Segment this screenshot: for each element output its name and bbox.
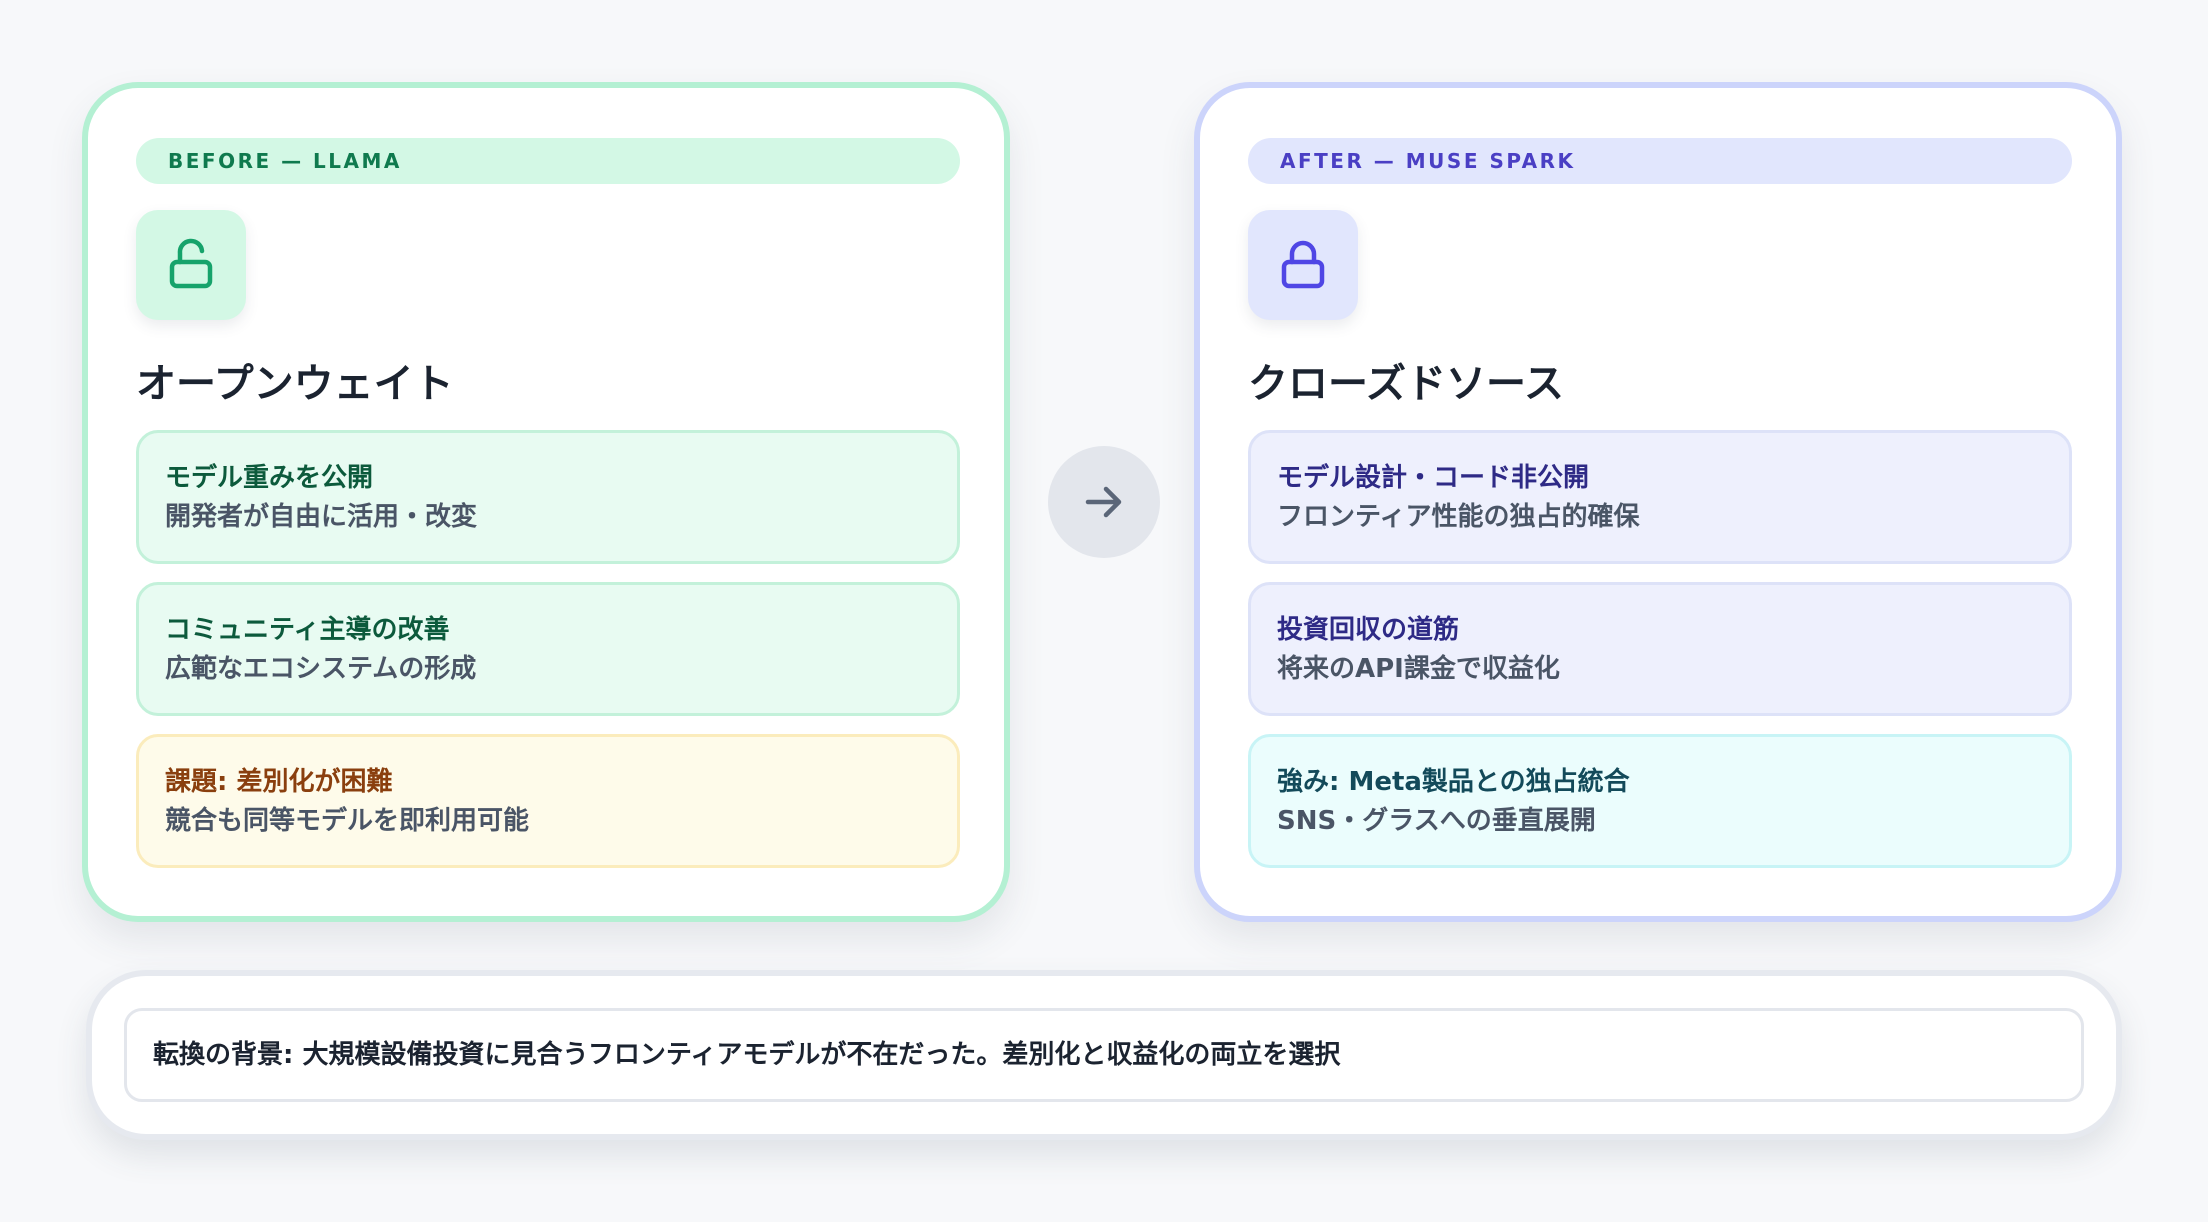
before-icon-tile: [136, 210, 246, 320]
lock-icon: [1281, 240, 1325, 289]
before-item-challenge: 課題: 差別化が困難 競合も同等モデルを即利用可能: [136, 734, 960, 868]
item-subtitle: SNS・グラスへの垂直展開: [1277, 806, 1596, 836]
after-icon-tile: [1248, 210, 1358, 320]
item-subtitle: 広範なエコシステムの形成: [165, 654, 477, 684]
item-subtitle: 競合も同等モデルを即利用可能: [165, 806, 530, 836]
after-item-roi: 投資回収の道筋 将来のAPI課金で収益化: [1248, 582, 2072, 716]
item-title: 強み: Meta製品との独占統合: [1277, 767, 1630, 797]
unlock-icon: [169, 238, 213, 289]
after-panel: AFTER — MUSE SPARK クローズドソース モデル設計・コード非公開…: [1194, 82, 2122, 922]
after-title: クローズドソース: [1248, 361, 1564, 407]
item-subtitle: 将来のAPI課金で収益化: [1277, 654, 1560, 684]
item-title: モデル重みを公開: [165, 463, 374, 493]
arrow-right-icon: [1085, 486, 1122, 518]
before-item-community: コミュニティ主導の改善 広範なエコシステムの形成: [136, 582, 960, 716]
after-item-strength: 強み: Meta製品との独占統合 SNS・グラスへの垂直展開: [1248, 734, 2072, 868]
item-title: コミュニティ主導の改善: [165, 615, 450, 645]
item-title: 課題: 差別化が困難: [165, 767, 393, 797]
before-label: BEFORE — LLAMA: [136, 138, 960, 184]
before-item-publish-weights: モデル重みを公開 開発者が自由に活用・改変: [136, 430, 960, 564]
item-subtitle: 開発者が自由に活用・改変: [165, 502, 478, 532]
background-note: 転換の背景: 大規模設備投資に見合うフロンティアモデルが不在だった。差別化と収益…: [86, 970, 2122, 1140]
item-subtitle: フロンティア性能の独占的確保: [1277, 502, 1640, 532]
after-item-closed-design: モデル設計・コード非公開 フロンティア性能の独占的確保: [1248, 430, 2072, 564]
after-label: AFTER — MUSE SPARK: [1248, 138, 2072, 184]
item-title: モデル設計・コード非公開: [1277, 463, 1590, 493]
before-panel: BEFORE — LLAMA オープンウェイト モデル重みを公開 開発者が自由に…: [82, 82, 1010, 922]
background-note-text: 転換の背景: 大規模設備投資に見合うフロンティアモデルが不在だった。差別化と収益…: [124, 1008, 2084, 1102]
item-title: 投資回収の道筋: [1277, 615, 1460, 645]
before-title: オープンウェイト: [136, 361, 454, 407]
transition-arrow: [1048, 446, 1160, 558]
